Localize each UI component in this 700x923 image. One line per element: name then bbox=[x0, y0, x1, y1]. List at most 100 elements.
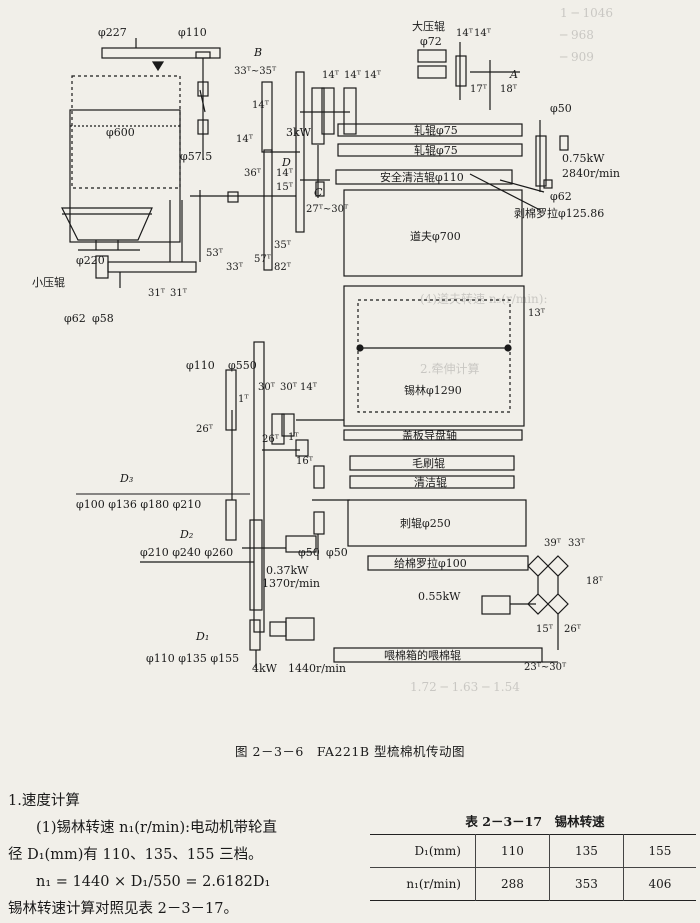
svg-text:B: B bbox=[253, 46, 262, 59]
bleed-through-text: ─ 909 bbox=[560, 50, 594, 64]
svg-text:23ᵀ~30ᵀ: 23ᵀ~30ᵀ bbox=[524, 662, 567, 673]
svg-text:33ᵀ: 33ᵀ bbox=[568, 538, 586, 549]
svg-text:16ᵀ: 16ᵀ bbox=[296, 456, 314, 467]
section-heading: 1.速度计算 bbox=[8, 793, 80, 809]
svg-text:31ᵀ: 31ᵀ bbox=[170, 288, 188, 299]
svg-text:A: A bbox=[509, 68, 518, 81]
row-label: D₁(mm) bbox=[370, 834, 476, 868]
table-cell: 110 bbox=[475, 834, 550, 868]
svg-text:26ᵀ: 26ᵀ bbox=[196, 424, 214, 435]
svg-text:14ᵀ: 14ᵀ bbox=[344, 70, 362, 81]
svg-text:φ58: φ58 bbox=[92, 312, 114, 325]
svg-text:D₂: D₂ bbox=[179, 528, 193, 541]
table-cell: 288 bbox=[475, 867, 550, 901]
svg-text:82ᵀ: 82ᵀ bbox=[274, 262, 292, 273]
bleed-through-text: 1.72 ─ 1.63 ─ 1.54 bbox=[410, 680, 520, 694]
svg-text:14ᵀ: 14ᵀ bbox=[236, 134, 254, 145]
svg-text:14ᵀ: 14ᵀ bbox=[364, 70, 382, 81]
diagram-labels: φ227 φ110 B 33ᵀ~35ᵀ 大压辊 φ72 14ᵀ 14ᵀ A 17… bbox=[32, 19, 620, 675]
svg-text:φ110: φ110 bbox=[178, 26, 207, 39]
svg-text:轧辊φ75: 轧辊φ75 bbox=[414, 143, 458, 157]
table-cell: 406 bbox=[622, 867, 696, 901]
svg-text:33ᵀ~35ᵀ: 33ᵀ~35ᵀ bbox=[234, 66, 277, 77]
hopper-funnel bbox=[61, 207, 153, 241]
doffer-box bbox=[343, 189, 523, 277]
svg-text:39ᵀ: 39ᵀ bbox=[544, 538, 562, 549]
main-drive-shaft bbox=[253, 341, 265, 633]
svg-text:安全清洁辊φ110: 安全清洁辊φ110 bbox=[380, 170, 464, 184]
svg-text:2840r/min: 2840r/min bbox=[562, 167, 620, 180]
crush-roller-1 bbox=[337, 123, 523, 137]
table-title: 表 2－3－17 锡林转速 bbox=[465, 814, 605, 829]
svg-text:1ᵀ: 1ᵀ bbox=[238, 394, 249, 405]
svg-text:φ57.5: φ57.5 bbox=[180, 150, 212, 163]
brush-roller bbox=[349, 455, 515, 471]
svg-text:1ᵀ: 1ᵀ bbox=[288, 432, 299, 443]
crush-roller-2 bbox=[337, 143, 523, 157]
main-motor bbox=[285, 617, 315, 641]
svg-text:C: C bbox=[314, 186, 323, 199]
row-label: n₁(r/min) bbox=[406, 877, 461, 891]
svg-text:14ᵀ: 14ᵀ bbox=[322, 70, 340, 81]
svg-text:57ᵀ: 57ᵀ bbox=[254, 254, 272, 265]
svg-text:φ227: φ227 bbox=[98, 26, 127, 39]
svg-text:36ᵀ: 36ᵀ bbox=[244, 168, 262, 179]
svg-text:13ᵀ: 13ᵀ bbox=[528, 308, 546, 319]
bleed-through-text: ─ 968 bbox=[560, 28, 594, 42]
svg-text:D: D bbox=[281, 156, 291, 169]
svg-text:14ᵀ: 14ᵀ bbox=[300, 382, 318, 393]
svg-text:1370r/min: 1370r/min bbox=[262, 577, 320, 590]
svg-text:18ᵀ: 18ᵀ bbox=[586, 576, 604, 587]
svg-text:清洁辊: 清洁辊 bbox=[414, 475, 447, 489]
svg-text:小压辊: 小压辊 bbox=[32, 275, 65, 289]
svg-text:27ᵀ~30ᵀ: 27ᵀ~30ᵀ bbox=[306, 204, 349, 215]
figure-caption: 图 2－3－6 FA221B 型梳棉机传动图 bbox=[235, 744, 465, 759]
svg-text:14ᵀ: 14ᵀ bbox=[252, 100, 270, 111]
svg-text:锡林φ1290: 锡林φ1290 bbox=[404, 383, 462, 397]
svg-text:刺辊φ250: 刺辊φ250 bbox=[400, 516, 451, 530]
svg-text:φ62: φ62 bbox=[64, 312, 86, 325]
svg-text:φ50: φ50 bbox=[550, 102, 572, 115]
svg-text:0.55kW: 0.55kW bbox=[418, 590, 461, 603]
svg-text:毛刷辊: 毛刷辊 bbox=[412, 456, 445, 470]
svg-text:φ50: φ50 bbox=[326, 546, 348, 559]
transmission-diagram: φ227 φ110 B 33ᵀ~35ᵀ 大压辊 φ72 14ᵀ 14ᵀ A 17… bbox=[32, 19, 620, 675]
svg-text:0.75kW: 0.75kW bbox=[562, 152, 605, 165]
cylinder-box bbox=[343, 285, 525, 427]
svg-text:φ600: φ600 bbox=[106, 126, 135, 139]
svg-text:φ72: φ72 bbox=[420, 35, 442, 48]
svg-text:φ50: φ50 bbox=[298, 546, 320, 559]
svg-text:φ110 φ135 φ155: φ110 φ135 φ155 bbox=[146, 652, 239, 665]
svg-text:φ220: φ220 bbox=[76, 254, 105, 267]
svg-text:φ210 φ240 φ260: φ210 φ240 φ260 bbox=[140, 546, 233, 559]
svg-text:喂棉箱的喂棉辊: 喂棉箱的喂棉辊 bbox=[384, 648, 461, 662]
svg-text:26ᵀ: 26ᵀ bbox=[262, 434, 280, 445]
svg-text:φ110: φ110 bbox=[186, 359, 215, 372]
table-cell: 353 bbox=[548, 867, 624, 901]
paragraph-line: 径 D₁(mm)有 110、135、155 三档。 bbox=[8, 847, 263, 863]
body-text: 1.速度计算 (1)锡林转速 n₁(r/min):电动机带轮直 径 D₁(mm)… bbox=[8, 788, 368, 923]
svg-text:φ100 φ136 φ180 φ210: φ100 φ136 φ180 φ210 bbox=[76, 498, 201, 511]
svg-text:53ᵀ: 53ᵀ bbox=[206, 248, 224, 259]
feed-motor bbox=[481, 595, 511, 615]
svg-text:14ᵀ: 14ᵀ bbox=[474, 28, 492, 39]
svg-text:15ᵀ: 15ᵀ bbox=[276, 182, 294, 193]
svg-text:35ᵀ: 35ᵀ bbox=[274, 240, 292, 251]
cylinder-speed-table: D₁(mm) 110 135 155 n₁(r/min) 288 353 406 bbox=[370, 834, 696, 901]
svg-text:3kW: 3kW bbox=[286, 126, 312, 139]
svg-text:D₁: D₁ bbox=[195, 630, 209, 643]
safety-cleaner-roller bbox=[335, 169, 513, 185]
svg-text:φ550: φ550 bbox=[228, 359, 257, 372]
svg-text:0.37kW: 0.37kW bbox=[266, 564, 309, 577]
svg-text:1440r/min: 1440r/min bbox=[288, 662, 346, 675]
feed-box-roller bbox=[333, 647, 543, 663]
svg-text:大压辊: 大压辊 bbox=[412, 19, 445, 33]
svg-text:15ᵀ: 15ᵀ bbox=[536, 624, 554, 635]
svg-text:道夫φ700: 道夫φ700 bbox=[410, 229, 461, 243]
table-row: n₁(r/min) 288 353 406 bbox=[370, 867, 696, 901]
svg-text:30ᵀ: 30ᵀ bbox=[258, 382, 276, 393]
cleaner-roller bbox=[349, 475, 515, 489]
svg-text:剥棉罗拉φ125.86: 剥棉罗拉φ125.86 bbox=[514, 206, 604, 220]
table-row: D₁(mm) 110 135 155 bbox=[370, 834, 696, 868]
table-cell: 135 bbox=[548, 834, 624, 868]
